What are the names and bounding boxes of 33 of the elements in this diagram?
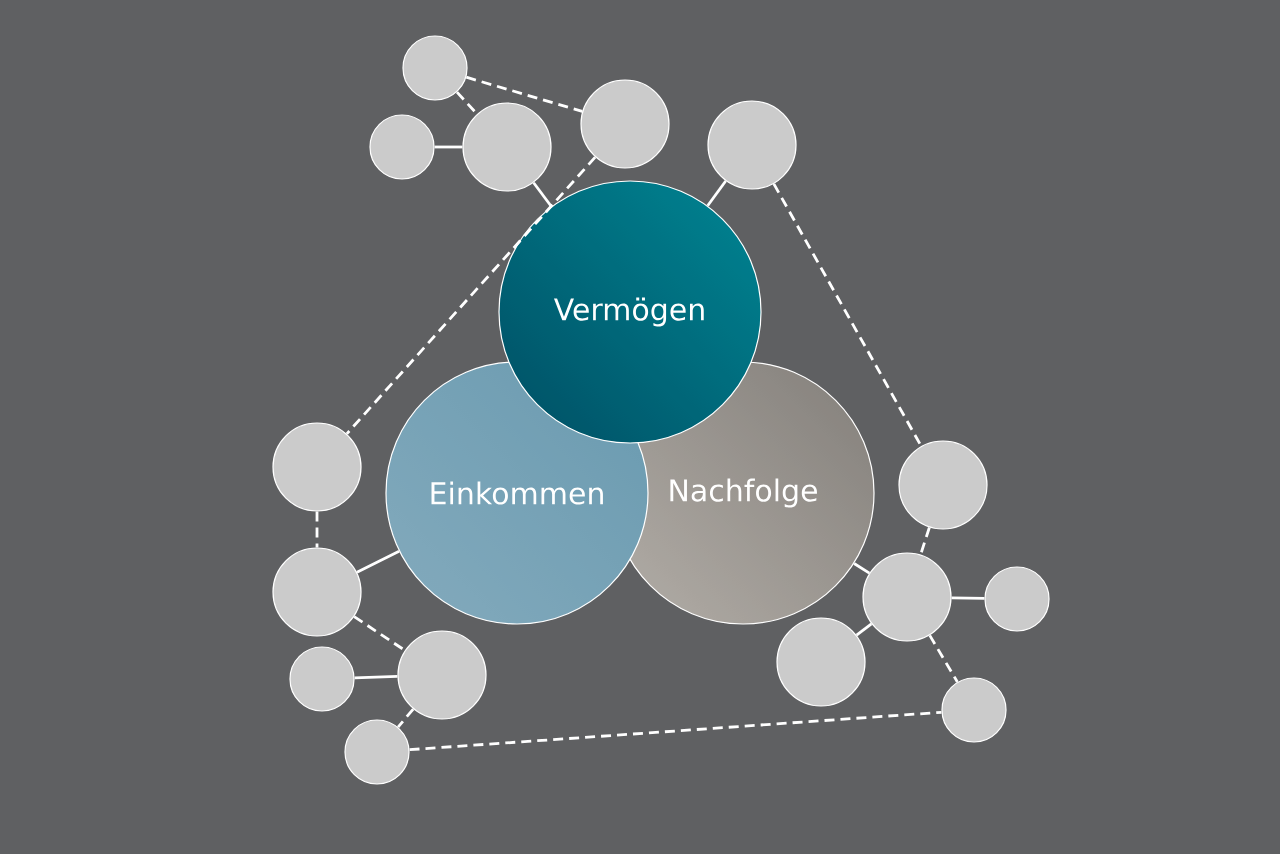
dashed-connector: [465, 75, 583, 113]
connector-line: [434, 145, 463, 149]
small-circle: [272, 422, 362, 512]
dashed-connector: [928, 634, 959, 683]
connector-line: [853, 562, 871, 575]
small-circle: [402, 35, 468, 101]
small-circle: [862, 552, 952, 642]
dashed-connector: [353, 615, 406, 652]
small-circle: [344, 719, 410, 785]
small-circle: [984, 566, 1050, 632]
connector-line: [706, 180, 727, 207]
small-circle: [397, 630, 487, 720]
small-circle: [707, 100, 797, 190]
dashed-connector: [455, 91, 478, 115]
small-circle: [941, 677, 1007, 743]
connector-line: [951, 596, 985, 600]
dashed-connector: [409, 710, 942, 752]
dashed-connector: [345, 156, 597, 435]
small-circle: [580, 79, 670, 169]
small-circle: [369, 114, 435, 180]
connector-line: [354, 675, 398, 680]
small-circle: [776, 617, 866, 707]
small-circle: [289, 646, 355, 712]
connector-line: [532, 181, 553, 208]
connector-line: [855, 622, 873, 637]
small-circle: [272, 547, 362, 637]
dashed-connector: [315, 511, 319, 548]
dashed-connector: [919, 527, 931, 555]
small-circle: [898, 440, 988, 530]
dashed-connector: [772, 183, 923, 447]
small-circle: [462, 102, 552, 192]
dashed-connector: [396, 708, 415, 728]
connector-line: [356, 550, 400, 574]
